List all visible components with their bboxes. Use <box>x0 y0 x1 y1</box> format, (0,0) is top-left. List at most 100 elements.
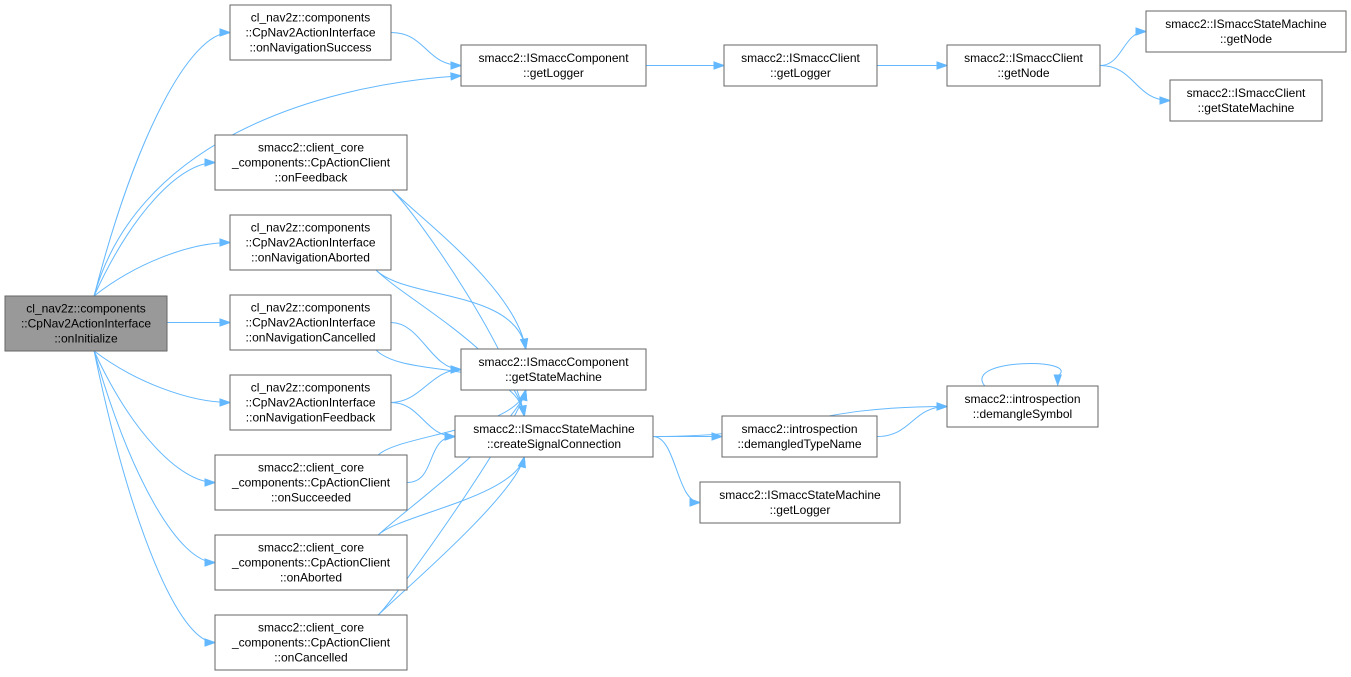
node-clientGetLogger[interactable]: smacc2::ISmaccClient::getLogger <box>723 44 878 87</box>
edge-line <box>406 436 456 483</box>
node-demangledType[interactable]: smacc2::introspection::demangledTypeName <box>721 415 878 458</box>
edge-line <box>377 456 525 536</box>
node-label-line: ::getLogger <box>770 503 831 517</box>
edge-arrow <box>204 638 217 647</box>
node-label-line: ::createSignalConnection <box>487 437 621 451</box>
node-createSignal[interactable]: smacc2::ISmaccStateMachine::createSignal… <box>454 415 654 458</box>
node-box <box>699 481 901 524</box>
edge-navCancelled-to-createSignal <box>375 349 527 418</box>
node-box <box>946 385 1099 428</box>
edge-line <box>876 406 948 437</box>
node-label-line: ::onSucceeded <box>271 491 351 505</box>
edge-root-to-navCancelled <box>167 318 232 327</box>
node-label-line: ::demangledTypeName <box>737 437 861 451</box>
edge-line <box>390 402 456 437</box>
node-compGetSM[interactable]: smacc2::ISmaccComponent::getStateMachine <box>460 348 647 391</box>
node-box <box>229 374 392 431</box>
node-label-line: _components::CpActionClient <box>231 476 391 490</box>
node-smGetNode[interactable]: smacc2::ISmaccStateMachine::getNode <box>1145 10 1347 53</box>
node-smGetLogger[interactable]: smacc2::ISmaccStateMachine::getLogger <box>699 481 901 524</box>
edge-line <box>981 363 1062 387</box>
node-box <box>721 415 878 458</box>
node-label-line: smacc2::introspection <box>964 392 1080 406</box>
node-box <box>214 134 408 191</box>
node-root[interactable]: cl_nav2z::components::CpNav2ActionInterf… <box>4 295 168 352</box>
node-label-line: ::onNavigationAborted <box>251 251 370 265</box>
edge-clientGetNode-to-clientGetSM <box>1099 65 1172 105</box>
node-label-line: _components::CpActionClient <box>231 156 391 170</box>
edge-arrow <box>444 432 457 441</box>
edge-arrow <box>689 498 702 507</box>
edge-onSucceeded-to-createSignal <box>406 432 457 483</box>
edge-arrow <box>713 61 726 70</box>
node-box <box>723 44 878 87</box>
edge-arrow <box>204 478 217 487</box>
node-label-line: smacc2::client_core <box>258 461 364 475</box>
node-navAborted[interactable]: cl_nav2z::components::CpNav2ActionInterf… <box>229 214 392 271</box>
edge-arrow <box>204 158 217 167</box>
node-label-line: smacc2::ISmaccComponent <box>478 51 629 65</box>
edge-arrow <box>450 365 463 374</box>
edge-arrow <box>204 558 217 567</box>
edge-createSignal-to-demangledType <box>653 432 724 441</box>
edge-arrow <box>711 432 724 441</box>
edge-line <box>390 369 462 403</box>
edge-navSuccess-to-compGetLogger <box>390 32 463 70</box>
edge-arrow <box>519 337 529 351</box>
node-label-line: smacc2::ISmaccClient <box>741 51 860 65</box>
node-label-line: ::getStateMachine <box>505 370 602 384</box>
node-label-line: cl_nav2z::components <box>26 302 145 316</box>
node-onCancelled[interactable]: smacc2::client_core_components::CpAction… <box>214 614 408 671</box>
edge-navAborted-to-createSignal <box>375 269 527 418</box>
node-box <box>454 415 654 458</box>
edge-onCancelled-to-compGetSM <box>377 388 528 616</box>
node-box <box>229 214 392 271</box>
edge-arrow <box>219 238 232 247</box>
node-label-line: ::getLogger <box>523 66 584 80</box>
node-label-line: ::onFeedback <box>275 171 349 185</box>
node-label-line: ::getNode <box>997 66 1049 80</box>
node-onFeedback[interactable]: smacc2::client_core_components::CpAction… <box>214 134 408 191</box>
edge-arrow <box>1135 27 1148 36</box>
edge-line <box>377 389 527 536</box>
node-box <box>946 44 1101 87</box>
node-clientGetNode[interactable]: smacc2::ISmaccClient::getNode <box>946 44 1101 87</box>
node-box <box>460 348 647 391</box>
nodes-layer: cl_nav2z::components::CpNav2ActionInterf… <box>4 4 1347 671</box>
edge-arrow <box>519 388 528 402</box>
node-compGetLogger[interactable]: smacc2::ISmaccComponent::getLogger <box>460 44 647 87</box>
edge-demangledType-to-demangleSymbol <box>876 402 949 437</box>
node-clientGetSM[interactable]: smacc2::ISmaccClient::getStateMachine <box>1169 79 1323 122</box>
node-label-line: smacc2::ISmaccComponent <box>478 355 629 369</box>
edge-line <box>1099 65 1171 101</box>
edge-root-to-onSucceeded <box>93 350 217 487</box>
edge-arrow <box>219 28 232 37</box>
edge-arrow <box>517 455 526 469</box>
edge-compGetLogger-to-clientGetLogger <box>646 61 726 70</box>
node-label-line: smacc2::client_core <box>258 621 364 635</box>
edge-line <box>390 32 462 66</box>
edge-line <box>93 350 216 563</box>
edge-line <box>93 350 216 483</box>
edge-line <box>93 242 231 297</box>
edge-arrow <box>450 72 463 81</box>
node-demangleSymbol[interactable]: smacc2::introspection::demangleSymbol <box>946 385 1099 428</box>
edge-root-to-onAborted <box>93 350 217 567</box>
node-label-line: ::CpNav2ActionInterface <box>21 317 151 331</box>
node-label-line: _components::CpActionClient <box>231 556 391 570</box>
node-navFeedback[interactable]: cl_nav2z::components::CpNav2ActionInterf… <box>229 374 392 431</box>
node-navSuccess[interactable]: cl_nav2z::components::CpNav2ActionInterf… <box>229 4 392 61</box>
edge-root-to-navSuccess <box>93 28 232 297</box>
edge-clientGetNode-to-smGetNode <box>1099 27 1148 66</box>
node-box <box>460 44 647 87</box>
edges-layer <box>93 27 1172 647</box>
node-box <box>229 294 392 351</box>
edge-arrow <box>936 402 949 411</box>
node-onAborted[interactable]: smacc2::client_core_components::CpAction… <box>214 534 408 591</box>
node-box <box>1145 10 1347 53</box>
node-navCancelled[interactable]: cl_nav2z::components::CpNav2ActionInterf… <box>229 294 392 351</box>
node-onSucceeded[interactable]: smacc2::client_core_components::CpAction… <box>214 454 408 511</box>
node-label-line: ::CpNav2ActionInterface <box>245 236 375 250</box>
edge-arrow <box>518 404 527 418</box>
